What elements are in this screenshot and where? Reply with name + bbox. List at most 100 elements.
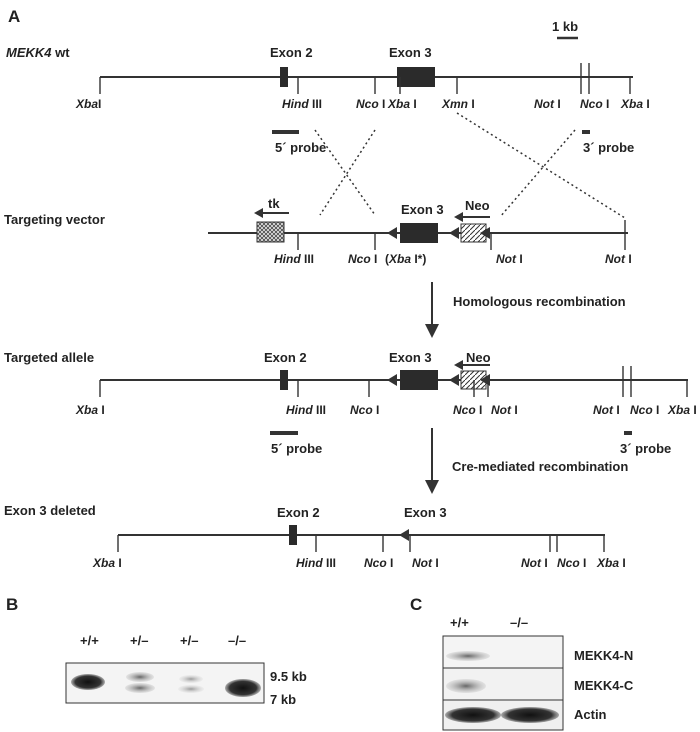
targeted-site-not-1: Not I [491,403,518,417]
targeted-loxp-1 [387,374,397,386]
vector-loxp-2 [449,227,459,239]
blot-b-lane-1: +/+ [80,633,99,648]
vector-site-ticks [297,220,626,250]
wt-5prime-probe-label: 5´ probe [275,140,326,155]
blot-b-band-het2-lower [178,685,204,693]
blot-c-band-actin-wt [445,707,501,723]
deleted-site-xba-1: Xba I [92,556,122,570]
targeted-3prime-probe-label: 3´ probe [620,441,671,456]
wt-suffix: wt [52,45,71,60]
vector-site-not-1: Not I [496,252,523,266]
blot-b-band-het2-upper [179,675,203,683]
targeted-exon3-label: Exon 3 [389,350,432,365]
wt-exon2 [280,67,288,87]
wt-site-nco-2: Nco I [580,97,609,111]
homology-crossover-lines [314,112,626,219]
wt-gene-name: MEKK4 [6,45,52,60]
vector-site-hind-iii: Hind III [274,252,314,266]
targeted-5prime-probe-label: 5´ probe [271,441,322,456]
wt-label: MEKK4 wt [6,45,70,60]
vector-site-nco: Nco I [348,252,377,266]
wt-site-not: Not I [534,97,561,111]
vector-label: Targeting vector [4,212,105,227]
wt-site-xba-2: Xba I [387,97,417,111]
blot-c-lane-1: +/+ [450,615,469,630]
blot-c-row-mekk4-c: MEKK4-C [574,678,634,693]
targeted-loxp-2 [449,374,459,386]
panel-label-a: A [8,7,20,26]
blot-b-band-het1-upper [126,672,154,682]
vector-neo-label: Neo [465,198,490,213]
targeted-site-xba-1: Xba I [75,403,105,417]
blot-b-size-9-5kb: 9.5 kb [270,669,307,684]
deleted-exon2-label: Exon 2 [277,505,320,520]
panel-label-b: B [6,595,18,614]
wt-site-xba-1: XbaI [75,97,101,111]
panel-label-c: C [410,595,422,614]
step1-label: Homologous recombination [453,294,626,309]
tk-label: tk [268,196,280,211]
targeted-neo-label: Neo [466,350,491,365]
blot-b-lane-4: –/– [228,633,246,648]
blot-c-band-mekk4-n-wt [446,651,490,661]
deleted-loxp [399,529,409,541]
step1-arrow-head [425,324,439,338]
targeted-3prime-probe-bar [624,431,632,435]
wt-5prime-probe-bar [272,130,299,134]
wt-site-ticks [99,63,631,94]
blot-b-band-ko [225,679,261,697]
step2-arrow-head [425,480,439,494]
wt-sites: XbaI Hind III Nco I Xba I Xmn I Not I Nc… [75,97,650,111]
deleted-site-hind-iii: Hind III [296,556,336,570]
deleted-site-nco-2: Nco I [557,556,586,570]
blot-c-row-actin: Actin [574,707,607,722]
targeted-exon2-label: Exon 2 [264,350,307,365]
vector-site-xba-star: (Xba I*) [385,252,426,266]
targeted-exon3 [400,370,438,390]
vector-site-not-2: Not I [605,252,632,266]
wt-site-xba-3: Xba I [620,97,650,111]
targeted-site-ticks [99,366,688,397]
blot-b-lane-3: +/– [180,633,198,648]
blot-b-size-7kb: 7 kb [270,692,296,707]
targeted-site-hind-iii: Hind III [286,403,326,417]
vector-sites: Hind III Nco I (Xba I*) Not I Not I [274,252,632,266]
targeted-site-nco-2: Nco I [453,403,482,417]
tk-arrow-head [254,208,263,218]
targeted-neo-arrow-head [454,360,463,370]
blot-c-band-actin-ko [501,707,559,723]
wt-3prime-probe-label: 3´ probe [583,140,634,155]
deleted-exon2 [289,525,297,545]
blot-c-band-mekk4-c-wt [446,679,486,693]
targeted-exon2 [280,370,288,390]
deleted-site-not-1: Not I [412,556,439,570]
targeted-site-nco-3: Nco I [630,403,659,417]
scale-bar-label: 1 kb [552,19,578,34]
targeted-5prime-probe-bar [270,431,298,435]
wt-3prime-probe-bar [582,130,590,134]
blot-b-band-het1-lower [125,683,155,693]
vector-exon3-label: Exon 3 [401,202,444,217]
blot-b-lane-2: +/– [130,633,148,648]
deleted-exon3-label: Exon 3 [404,505,447,520]
targeted-sites: Xba I Hind III Nco I Nco I Not I Not I N… [75,403,697,417]
step2-label: Cre-mediated recombination [452,459,628,474]
wt-exon2-label: Exon 2 [270,45,313,60]
vector-loxp-3 [480,227,490,239]
deleted-sites: Xba I Hind III Nco I Not I Not I Nco I X… [92,556,626,570]
deleted-site-not-2: Not I [521,556,548,570]
blot-c-lane-2: –/– [510,615,528,630]
vector-exon3 [400,223,438,243]
vector-loxp-1 [387,227,397,239]
blot-b-band-wt [71,674,105,690]
blot-b-lane-labels: +/+ +/– +/– –/– [80,633,246,648]
wt-exon3 [397,67,435,87]
deleted-site-xba-2: Xba I [596,556,626,570]
targeted-site-not-2: Not I [593,403,620,417]
tk-cassette [256,221,285,243]
deleted-site-ticks [117,535,605,552]
wt-exon3-label: Exon 3 [389,45,432,60]
blot-c-row-mekk4-n: MEKK4-N [574,648,633,663]
wt-site-xmn: Xmn I [441,97,475,111]
targeted-label: Targeted allele [4,350,94,365]
